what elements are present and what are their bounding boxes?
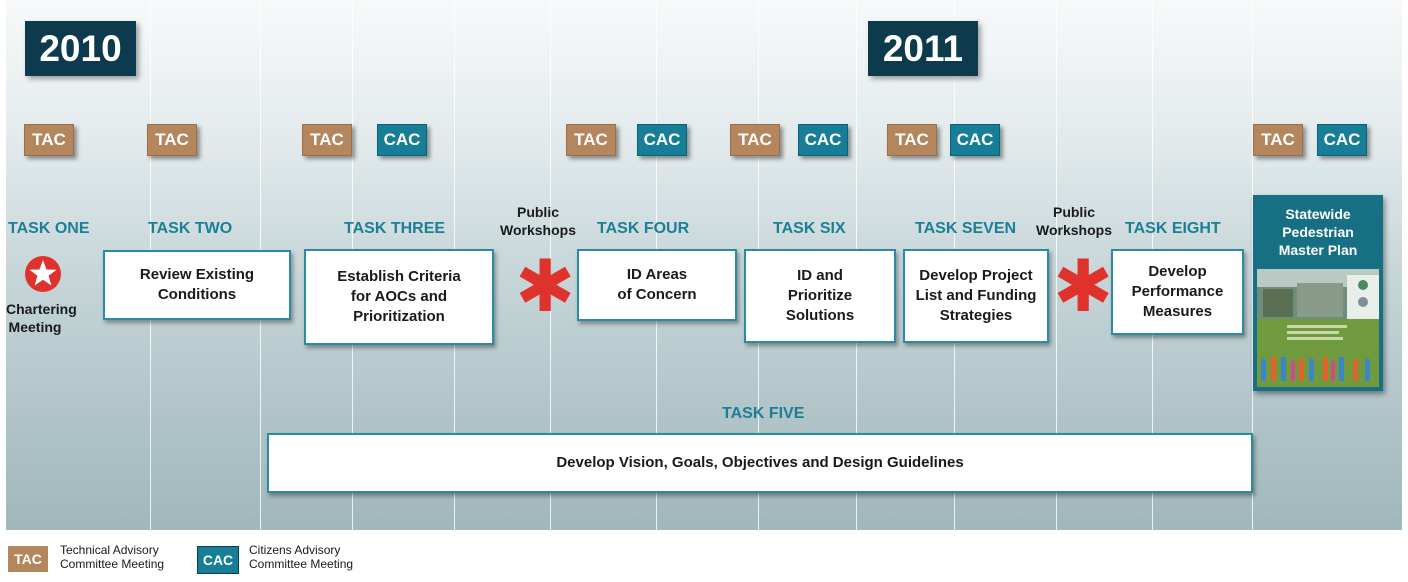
gridline [1056, 0, 1057, 530]
task-six-title: TASK SIX [773, 220, 846, 237]
task-two-box: Review Existing Conditions [103, 250, 291, 320]
cac-badge: CAC [1317, 124, 1367, 156]
cac-badge: CAC [950, 124, 1000, 156]
chartering-meeting-label: Chartering Meeting [6, 301, 77, 335]
gridline [550, 0, 551, 530]
year-label-2011: 2011 [868, 21, 978, 76]
master-plan-title: Statewide Pedestrian Master Plan [1278, 206, 1358, 258]
gridline [1252, 0, 1253, 530]
legend-cac-badge: CAC [197, 546, 239, 574]
task-three-title: TASK THREE [344, 220, 446, 237]
star-icon [25, 256, 61, 292]
master-plan-cover: Statewide Pedestrian Master Plan [1253, 195, 1383, 391]
task-six-box: ID and Prioritize Solutions [744, 249, 896, 343]
task-seven-box: Develop Project List and Funding Strateg… [903, 249, 1049, 343]
task-one-title: TASK ONE [8, 220, 90, 237]
cover-image [1257, 269, 1379, 387]
tac-badge: TAC [24, 124, 74, 156]
legend-tac-badge: TAC [8, 546, 48, 572]
cac-badge: CAC [798, 124, 848, 156]
tac-badge: TAC [147, 124, 197, 156]
public-workshops-label: Public Workshops [500, 204, 576, 238]
task-four-box: ID Areas of Concern [577, 249, 737, 321]
task-two-title: TASK TWO [148, 220, 233, 237]
tac-badge: TAC [302, 124, 352, 156]
legend-cac-text: Citizens Advisory Committee Meeting [249, 543, 354, 571]
task-five-title: TASK FIVE [722, 405, 805, 422]
public-workshops-label: Public Workshops [1036, 204, 1112, 238]
task-seven-title: TASK SEVEN [915, 220, 1017, 237]
tac-badge: TAC [730, 124, 780, 156]
year-label-2010: 2010 [25, 21, 136, 76]
tac-badge: TAC [887, 124, 937, 156]
tac-badge: TAC [566, 124, 616, 156]
cac-badge: CAC [637, 124, 687, 156]
asterisk-icon: ✱ [1053, 244, 1114, 328]
asterisk-icon: ✱ [515, 244, 576, 328]
task-eight-title: TASK EIGHT [1125, 220, 1221, 237]
task-eight-box: Develop Performance Measures [1111, 249, 1244, 335]
task-five-box: Develop Vision, Goals, Objectives and De… [267, 433, 1253, 493]
task-four-title: TASK FOUR [597, 220, 690, 237]
legend-tac-text: Technical Advisory Committee Meeting [60, 543, 165, 571]
tac-badge: TAC [1253, 124, 1303, 156]
cac-badge: CAC [377, 124, 427, 156]
task-three-box: Establish Criteria for AOCs and Prioriti… [304, 249, 494, 345]
